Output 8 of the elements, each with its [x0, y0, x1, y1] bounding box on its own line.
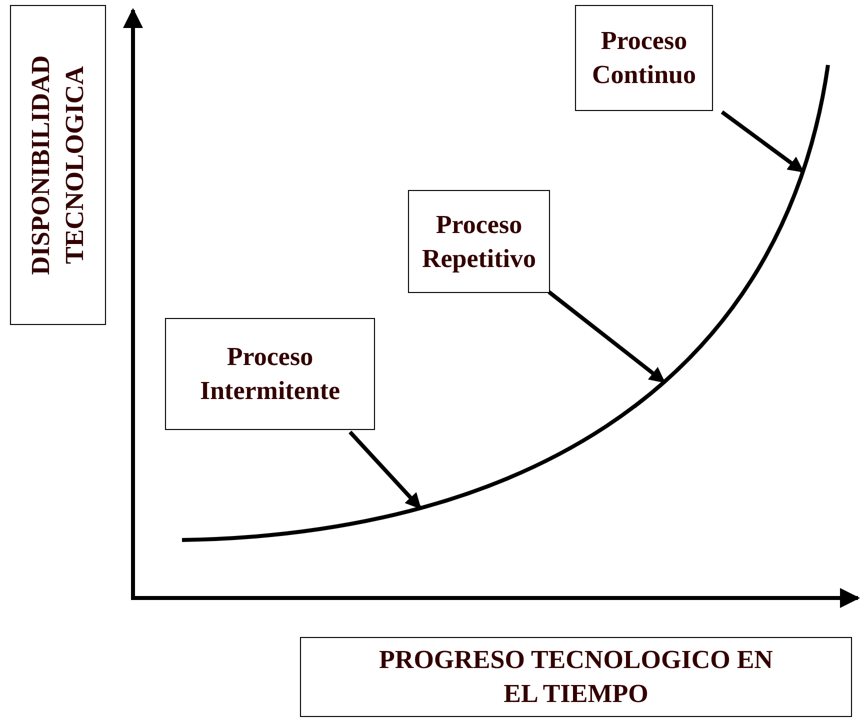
curve — [182, 64, 830, 542]
leader-arrow — [348, 430, 422, 510]
label-box: Proceso Continuo — [575, 5, 713, 111]
label-box: Proceso Intermitente — [165, 318, 375, 430]
axis-label: PROGRESO TECNOLOGICO EN EL TIEMPO — [300, 637, 852, 717]
leader-arrow — [720, 110, 804, 174]
axis-label: DISPONIBILIDAD TECNOLOGICA — [10, 5, 106, 325]
leader-arrow — [548, 290, 666, 384]
